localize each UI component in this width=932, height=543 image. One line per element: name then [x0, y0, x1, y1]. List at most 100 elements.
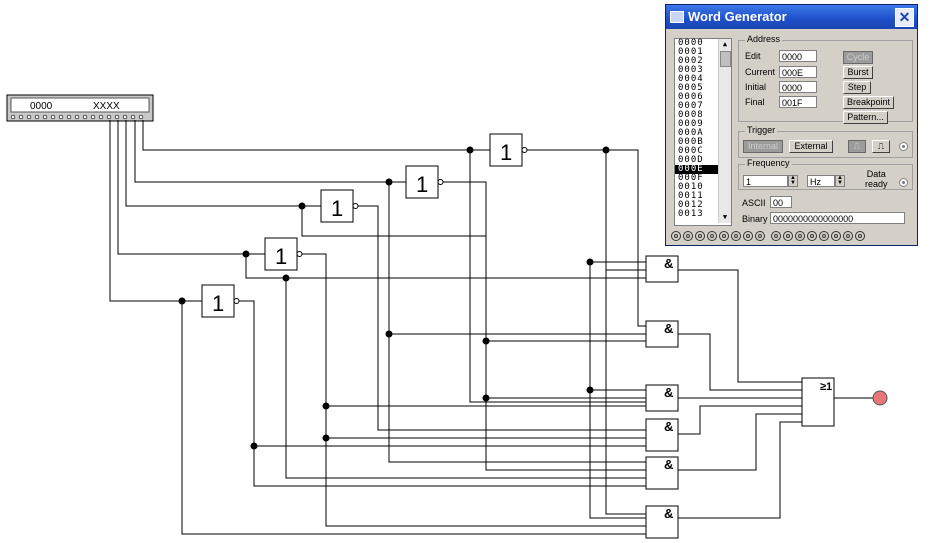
address-list-item[interactable]: 0000 — [678, 38, 704, 48]
address-list-item[interactable]: 0003 — [678, 65, 704, 75]
wire-tap-a — [469, 150, 646, 342]
rising-edge-icon[interactable]: ⎍ — [848, 140, 866, 153]
address-list-item[interactable]: 0007 — [678, 101, 704, 111]
not-gate[interactable]: 1 — [201, 284, 240, 318]
initial-field[interactable]: 0000 — [779, 81, 817, 93]
close-icon[interactable]: ✕ — [895, 8, 914, 27]
source-pin — [66, 114, 72, 120]
address-list-item[interactable]: 0009 — [678, 119, 704, 129]
bit-terminal[interactable] — [783, 231, 793, 241]
and-gate[interactable]: & — [645, 384, 679, 412]
breakpoint-button[interactable]: Breakpoint — [843, 96, 894, 109]
not-gate[interactable]: 1 — [264, 237, 303, 271]
wire-not2 — [358, 205, 646, 431]
address-list-item[interactable]: 0005 — [678, 83, 704, 93]
bit-terminal[interactable] — [855, 231, 865, 241]
source-pin — [42, 114, 48, 120]
cycle-button[interactable]: Cycle — [843, 51, 873, 64]
source-pins — [10, 114, 144, 120]
scroll-thumb[interactable] — [720, 51, 731, 67]
address-list-item[interactable]: 000C — [678, 146, 704, 156]
address-list-item[interactable]: 000D — [678, 155, 704, 165]
edit-label: Edit — [745, 51, 761, 61]
bit-terminal[interactable] — [707, 231, 717, 241]
address-list-item[interactable]: 000A — [678, 128, 704, 138]
ascii-field[interactable]: 00 — [770, 196, 792, 208]
not-gate[interactable]: 1 — [405, 165, 444, 199]
wire-tap-g — [285, 278, 646, 479]
or-gate[interactable]: ≥1 — [801, 377, 835, 427]
source-pin — [34, 114, 40, 120]
bit-terminal[interactable] — [671, 231, 681, 241]
unit-spinner[interactable]: ▲▼ — [835, 175, 845, 187]
binary-field[interactable]: 0000000000000000 — [770, 212, 905, 224]
address-list-item[interactable]: 0010 — [678, 182, 704, 192]
frequency-group-title: Frequency — [745, 158, 792, 168]
bit-terminal[interactable] — [695, 231, 705, 241]
output-probe[interactable] — [872, 390, 888, 406]
address-group-title: Address — [745, 34, 783, 44]
data-ready-label: Data ready — [865, 169, 888, 189]
address-list-scrollbar[interactable]: ▲ ▼ — [718, 39, 731, 223]
not-gate[interactable]: 1 — [320, 189, 359, 223]
scroll-up-icon[interactable]: ▲ — [722, 40, 728, 48]
falling-edge-icon[interactable]: ⎍ — [872, 140, 890, 153]
bit-terminal[interactable] — [683, 231, 693, 241]
source-pin — [98, 114, 104, 120]
step-button[interactable]: Step — [843, 81, 871, 94]
source-pin — [106, 114, 112, 120]
bit-terminal[interactable] — [819, 231, 829, 241]
source-pin — [58, 114, 64, 120]
address-list-item[interactable]: 0001 — [678, 47, 704, 57]
address-list-item[interactable]: 0004 — [678, 74, 704, 84]
frequency-spinner[interactable]: ▲▼ — [788, 175, 798, 187]
address-list-item[interactable]: 0002 — [678, 56, 704, 66]
external-trigger-button[interactable]: External — [789, 140, 833, 153]
bit-terminal[interactable] — [771, 231, 781, 241]
wire-bit3 — [117, 120, 265, 255]
bit-terminal[interactable] — [795, 231, 805, 241]
bit-output-terminals — [671, 231, 867, 243]
bit-terminal[interactable] — [843, 231, 853, 241]
word-source-box[interactable]: 0000 XXXX — [6, 94, 154, 122]
frequency-field[interactable]: 1 — [743, 175, 788, 187]
bit-terminal[interactable] — [807, 231, 817, 241]
trigger-radio[interactable] — [899, 142, 908, 151]
and-gate[interactable]: & — [645, 418, 679, 452]
burst-button[interactable]: Burst — [843, 66, 873, 79]
bit-terminal[interactable] — [743, 231, 753, 241]
internal-trigger-button[interactable]: Internal — [743, 140, 783, 153]
pattern-button[interactable]: Pattern... — [843, 111, 888, 124]
final-field[interactable]: 001F — [779, 96, 817, 108]
frequency-unit-select[interactable]: Hz — [807, 175, 835, 187]
address-list-item[interactable]: 0013 — [678, 209, 704, 219]
window-icon — [670, 11, 684, 23]
and-gate-label: & — [664, 321, 673, 336]
edit-field[interactable]: 0000 — [779, 50, 817, 62]
source-right-value: XXXX — [93, 101, 120, 112]
address-list-item[interactable]: 0012 — [678, 200, 704, 210]
and-gate[interactable]: & — [645, 255, 679, 283]
and-gate[interactable]: & — [645, 320, 679, 348]
bit-terminal[interactable] — [831, 231, 841, 241]
bit-terminal[interactable] — [731, 231, 741, 241]
and-gate-label: & — [664, 256, 673, 271]
current-field[interactable]: 000E — [779, 66, 817, 78]
address-list-item[interactable]: 0008 — [678, 110, 704, 120]
address-list-item[interactable]: 000E — [675, 165, 731, 174]
and-gate[interactable]: & — [645, 505, 679, 539]
address-list-item[interactable]: 000B — [678, 137, 704, 147]
not-gate[interactable]: 1 — [489, 133, 528, 167]
source-left-value: 0000 — [30, 101, 53, 112]
address-list-item[interactable]: 0006 — [678, 92, 704, 102]
bit-terminal[interactable] — [755, 231, 765, 241]
address-list-item[interactable]: 0011 — [678, 191, 704, 201]
scroll-down-icon[interactable]: ▼ — [722, 213, 728, 221]
address-list-item[interactable]: 000F — [678, 173, 704, 183]
bit-terminal[interactable] — [719, 231, 729, 241]
word-generator-titlebar[interactable]: Word Generator ✕ — [666, 5, 917, 29]
source-pin — [138, 114, 144, 120]
and-gate[interactable]: & — [645, 456, 679, 490]
